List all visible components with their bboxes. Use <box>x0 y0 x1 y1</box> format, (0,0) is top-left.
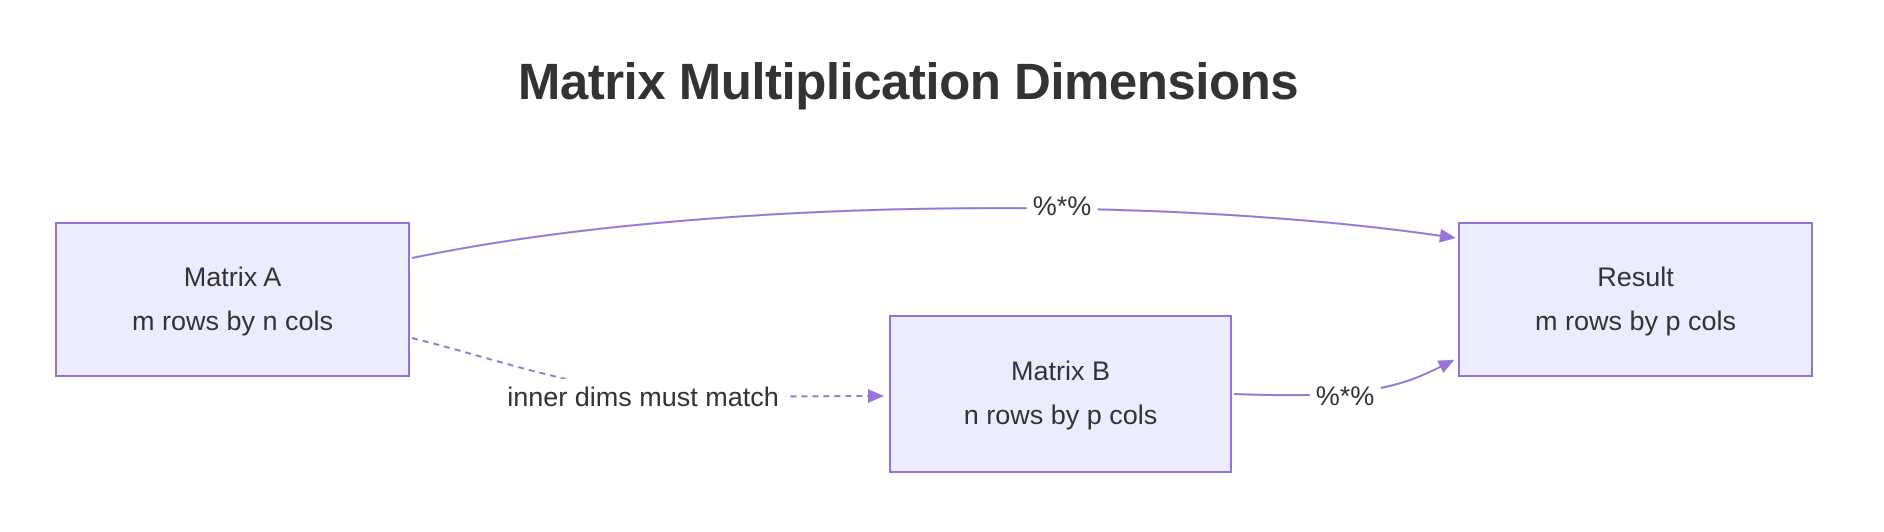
diagram-title: Matrix Multiplication Dimensions <box>517 53 1299 110</box>
node-matrix-a: Matrix A m rows by n cols <box>55 222 410 377</box>
node-matrix-a-subtitle: m rows by n cols <box>131 305 334 336</box>
node-matrix-b-title: Matrix B <box>1010 356 1110 387</box>
node-matrix-b-subtitle: n rows by p cols <box>963 400 1158 430</box>
edge-label-a-to-b: inner dims must match <box>501 378 785 416</box>
node-matrix-a-title: Matrix A <box>183 261 282 292</box>
node-matrix-b: Matrix B n rows by p cols <box>889 315 1232 473</box>
edge-label-a-to-result: %*% <box>1026 187 1098 225</box>
edge-matrix-a-to-result <box>411 207 1456 259</box>
node-result-title: Result <box>1597 261 1674 292</box>
node-result: Result m rows by p cols <box>1458 222 1813 377</box>
node-result-subtitle: m rows by p cols <box>1534 305 1737 336</box>
edge-label-b-to-result: %*% <box>1309 377 1381 415</box>
